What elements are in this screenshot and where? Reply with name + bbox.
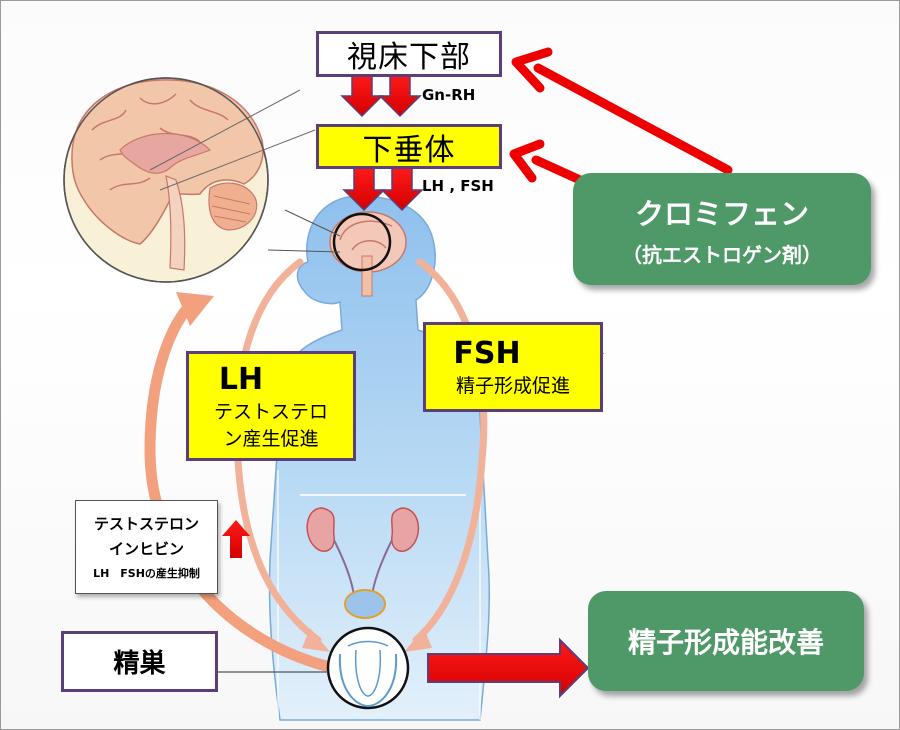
outcome-arrow — [427, 637, 590, 699]
clomiphene-arrows — [509, 47, 733, 185]
clomiphene-subtitle: （抗エストロゲン剤） — [622, 242, 822, 267]
inner-arrowhead-left — [302, 628, 330, 652]
testis-illustration — [218, 626, 410, 710]
lh-title: LH — [218, 361, 264, 397]
lh-fsh-label: LH , FSH — [422, 177, 494, 195]
bladder — [344, 589, 386, 619]
clomiphene-title: クロミフェン — [634, 196, 809, 231]
pituitary-label: 下垂体 — [362, 132, 456, 168]
feedback-arrowhead-left — [176, 292, 214, 326]
feedback-line1: テストステロン — [93, 515, 199, 533]
gnrh-label: Gn-RH — [422, 86, 476, 104]
human-silhouette — [268, 195, 491, 721]
feedback-loop-left — [144, 299, 332, 672]
magnified-brain — [63, 77, 341, 283]
testis-box: 精巣 — [61, 631, 218, 692]
inner-arrowhead-right — [404, 628, 432, 652]
lh-box: LH テストステロ ン産生促進 — [186, 351, 356, 461]
feedback-loop-inner-right — [412, 258, 488, 644]
pituitary-box: 下垂体 — [316, 124, 502, 169]
fsh-box: FSH 精子形成促進 — [423, 322, 603, 412]
feedback-box: テストステロン インヒビン LH FSHの産生抑制 — [75, 500, 218, 594]
hypothalamus-label: 視床下部 — [347, 40, 471, 75]
feedback-line2: インヒビン — [108, 540, 184, 558]
fsh-line1: 精子形成促進 — [455, 375, 570, 397]
lh-line2: ン産生促進 — [223, 427, 319, 450]
hypothalamus-box: 視床下部 — [316, 31, 502, 77]
clomiphene-box: クロミフェン （抗エストロゲン剤） — [573, 173, 871, 285]
lh-fsh-arrows — [342, 167, 424, 212]
feedback-line3: LH FSHの産生抑制 — [93, 567, 200, 580]
gnrh-arrows — [340, 74, 422, 118]
head-brain — [329, 211, 407, 297]
outcome-label: 精子形成能改善 — [627, 626, 824, 659]
fsh-title: FSH — [453, 336, 521, 371]
feedback-up-arrow — [222, 520, 250, 558]
outcome-box: 精子形成能改善 — [588, 591, 864, 691]
testis-label: 精巣 — [113, 649, 166, 679]
lh-line1: テストステロ — [213, 400, 328, 423]
